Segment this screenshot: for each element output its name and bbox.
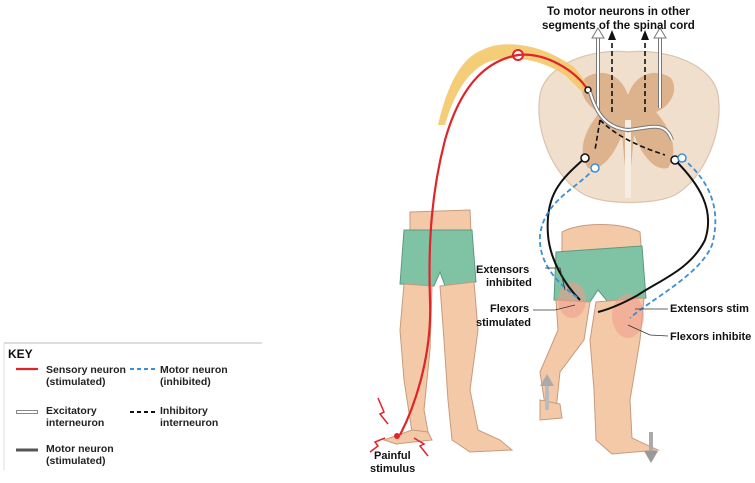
top-label-line1: To motor neurons in other bbox=[547, 6, 690, 18]
painful-stimulus-line2: stimulus bbox=[370, 463, 415, 475]
extensors-inhibited-line2: inhibited bbox=[486, 277, 532, 289]
key-legend: KEY Sensory neuron (stimulated) Motor ne… bbox=[4, 343, 262, 471]
key-motor-stimulated-line1: Motor neuron bbox=[46, 443, 114, 455]
key-inhibitory-line2: interneuron bbox=[160, 417, 218, 429]
key-motor-stimulated-line2: (stimulated) bbox=[46, 455, 106, 467]
body-left bbox=[384, 210, 512, 452]
painful-stimulus-line1: Painful bbox=[374, 450, 411, 462]
key-title: KEY bbox=[8, 347, 33, 361]
key-inhibitory-line1: Inhibitory bbox=[160, 405, 208, 417]
flexors-inhibited-label: Flexors inhibite bbox=[670, 331, 751, 343]
extensors-inhibited-line1: Extensors bbox=[476, 264, 529, 276]
key-excitatory-line2: interneuron bbox=[46, 417, 104, 429]
key-excitatory-line1: Excitatory bbox=[46, 405, 97, 417]
key-motor-inhibited-line2: (inhibited) bbox=[160, 376, 211, 388]
key-sensory-line2: (stimulated) bbox=[46, 376, 106, 388]
flexors-stimulated-line2: stimulated bbox=[476, 317, 531, 329]
key-sensory-line1: Sensory neuron bbox=[46, 364, 126, 376]
flexors-stimulated-line1: Flexors bbox=[490, 303, 529, 315]
body-right bbox=[540, 225, 658, 455]
extensors-stimulated-label: Extensors stim bbox=[670, 303, 749, 315]
stimulus-point bbox=[394, 433, 400, 439]
top-label-line2: segments of the spinal cord bbox=[542, 20, 695, 32]
key-motor-inhibited-line1: Motor neuron bbox=[160, 364, 228, 376]
